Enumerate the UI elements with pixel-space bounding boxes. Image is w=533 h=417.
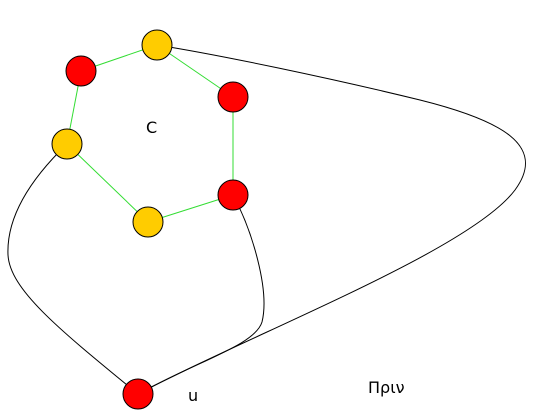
node-top-yellow [141, 29, 173, 61]
node-upper-left-red [65, 55, 97, 87]
edge-u-to-right-red [137, 194, 265, 395]
node-lower-right-red [217, 179, 249, 211]
caption-label: Πριν [368, 378, 405, 397]
edge-u-to-top-yellow [137, 44, 527, 395]
cycle-label: C [146, 118, 157, 137]
node-upper-right-red [217, 81, 249, 113]
node-left-yellow [51, 128, 83, 160]
vertex-u-label: u [188, 386, 198, 405]
node-u-red [122, 378, 154, 410]
edge-u-to-left-yellow [7, 143, 139, 395]
nodes [51, 29, 249, 410]
outer-edges [7, 44, 527, 395]
cycle-edge-3 [66, 143, 149, 223]
node-bottom-yellow [132, 206, 164, 238]
